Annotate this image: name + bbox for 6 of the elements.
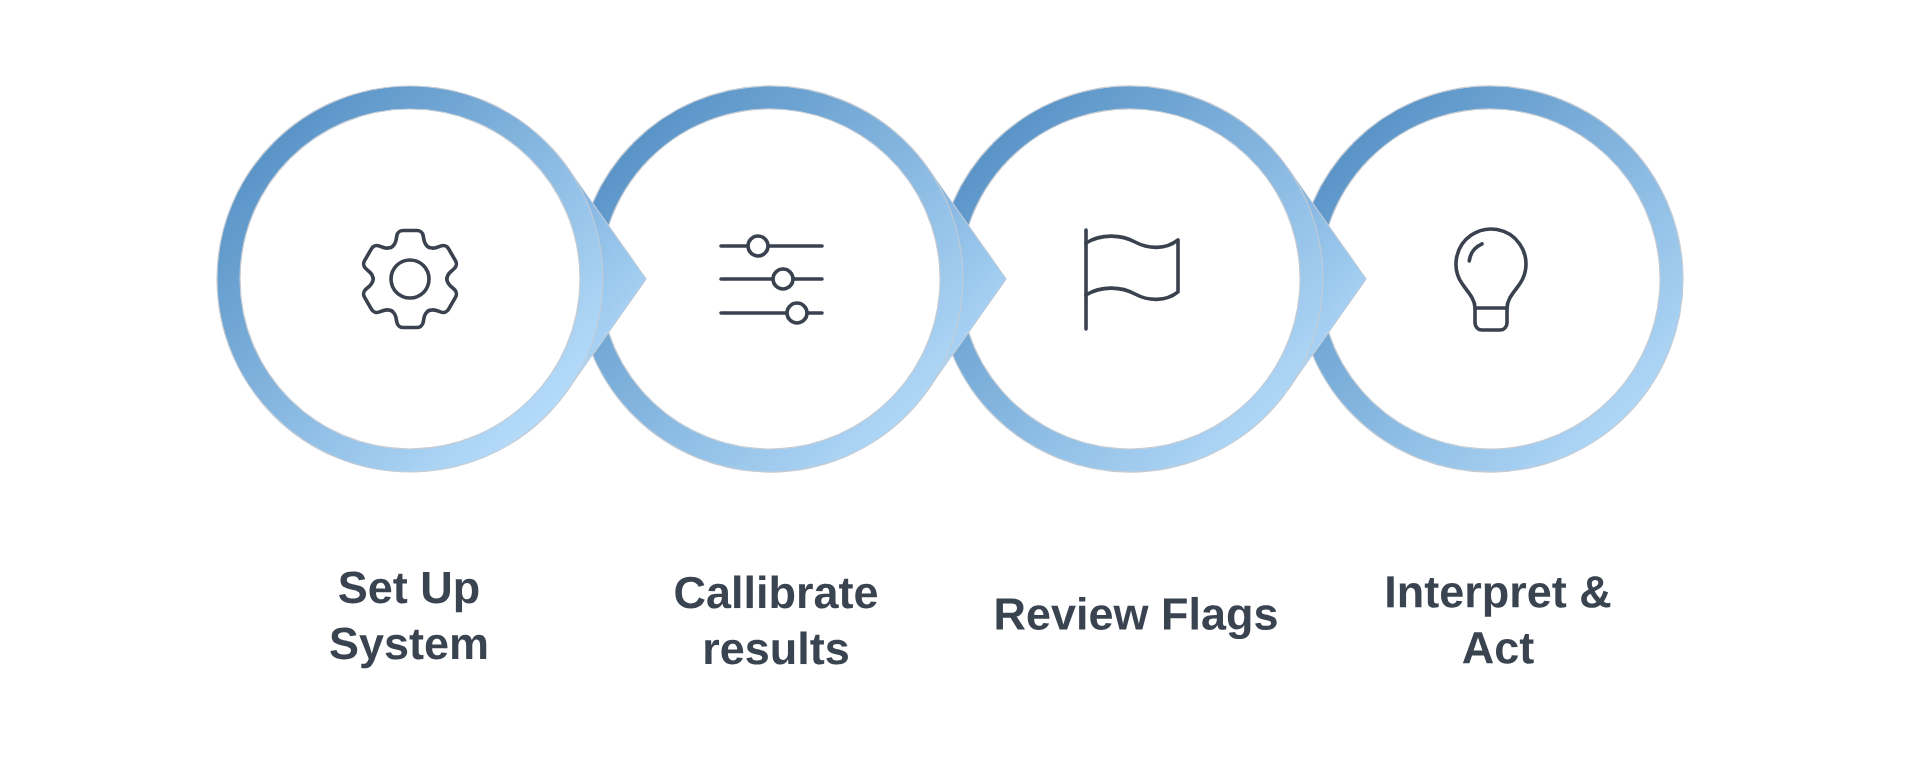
caption-label: Callibrate results bbox=[675, 575, 877, 665]
arrow bbox=[927, 167, 1007, 391]
caption-label: Set Up System bbox=[330, 571, 487, 669]
caption-label: Review Flags bbox=[996, 596, 1277, 640]
arrow bbox=[1287, 167, 1367, 391]
caption-label: Interpret & Act bbox=[1387, 576, 1611, 664]
